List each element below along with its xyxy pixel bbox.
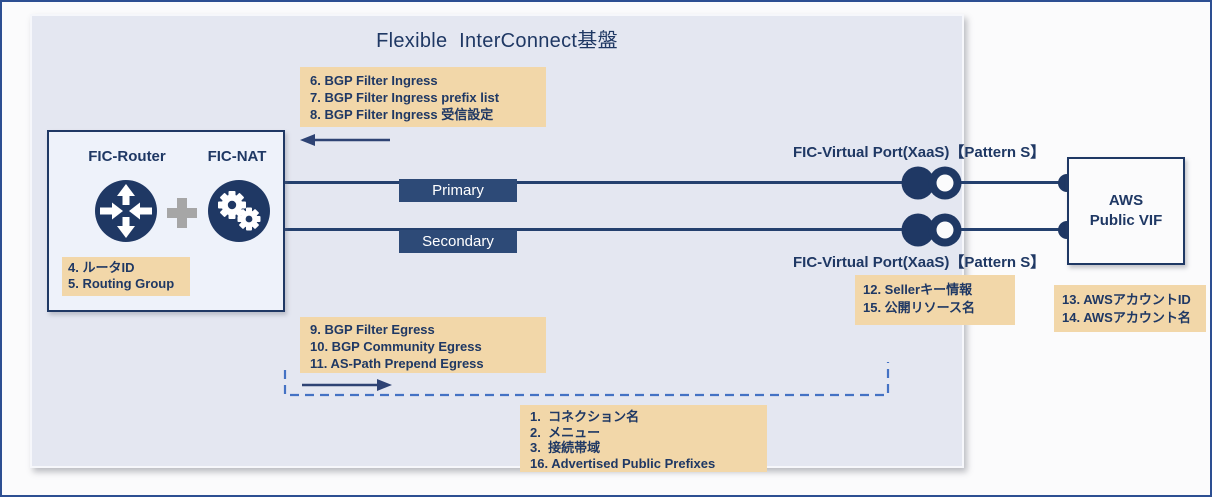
virtual-port-label-top: FIC-Virtual Port(XaaS)【Pattern S】 [793,144,1046,161]
primary-line [285,181,1067,184]
router-note: 4. ルータID 5. Routing Group [62,257,190,296]
fic-router-label: FIC-Router [88,148,166,165]
aws-type: Public VIF [1089,212,1163,229]
bgp-egress-note: 9. BGP Filter Egress 10. BGP Community E… [300,317,546,373]
router-icon [95,180,157,242]
fic-router-nat-box: FIC-Router FIC-NAT [47,130,285,312]
virtual-port-label-bottom: FIC-Virtual Port(XaaS)【Pattern S】 [793,254,1046,271]
seller-note: 12. Sellerキー情報 15. 公開リソース名 [855,275,1015,325]
aws-public-vif-box: AWS Public VIF [1067,157,1185,265]
plus-icon [167,198,197,228]
virtual-port-icon-secondary [901,213,962,247]
primary-tag: Primary [399,179,517,202]
dashed-feedback-path [283,362,890,397]
connection-note: 1. コネクション名 2. メニュー 3. 接続帯域 16. Advertise… [520,405,767,472]
bgp-ingress-note: 6. BGP Filter Ingress 7. BGP Filter Ingr… [300,67,546,127]
virtual-port-icon-primary [901,166,962,200]
diagram-title: Flexible InterConnect基盤 [376,30,618,52]
aws-account-note: 13. AWSアカウントID 14. AWSアカウント名 [1054,285,1206,332]
secondary-tag: Secondary [399,230,517,253]
secondary-line [285,228,1067,231]
nat-gears-icon [208,180,270,242]
fic-nat-label: FIC-NAT [207,148,267,165]
aws-name: AWS [1108,192,1144,209]
arrow-left-icon [300,134,390,146]
arrow-right-icon [302,379,392,391]
